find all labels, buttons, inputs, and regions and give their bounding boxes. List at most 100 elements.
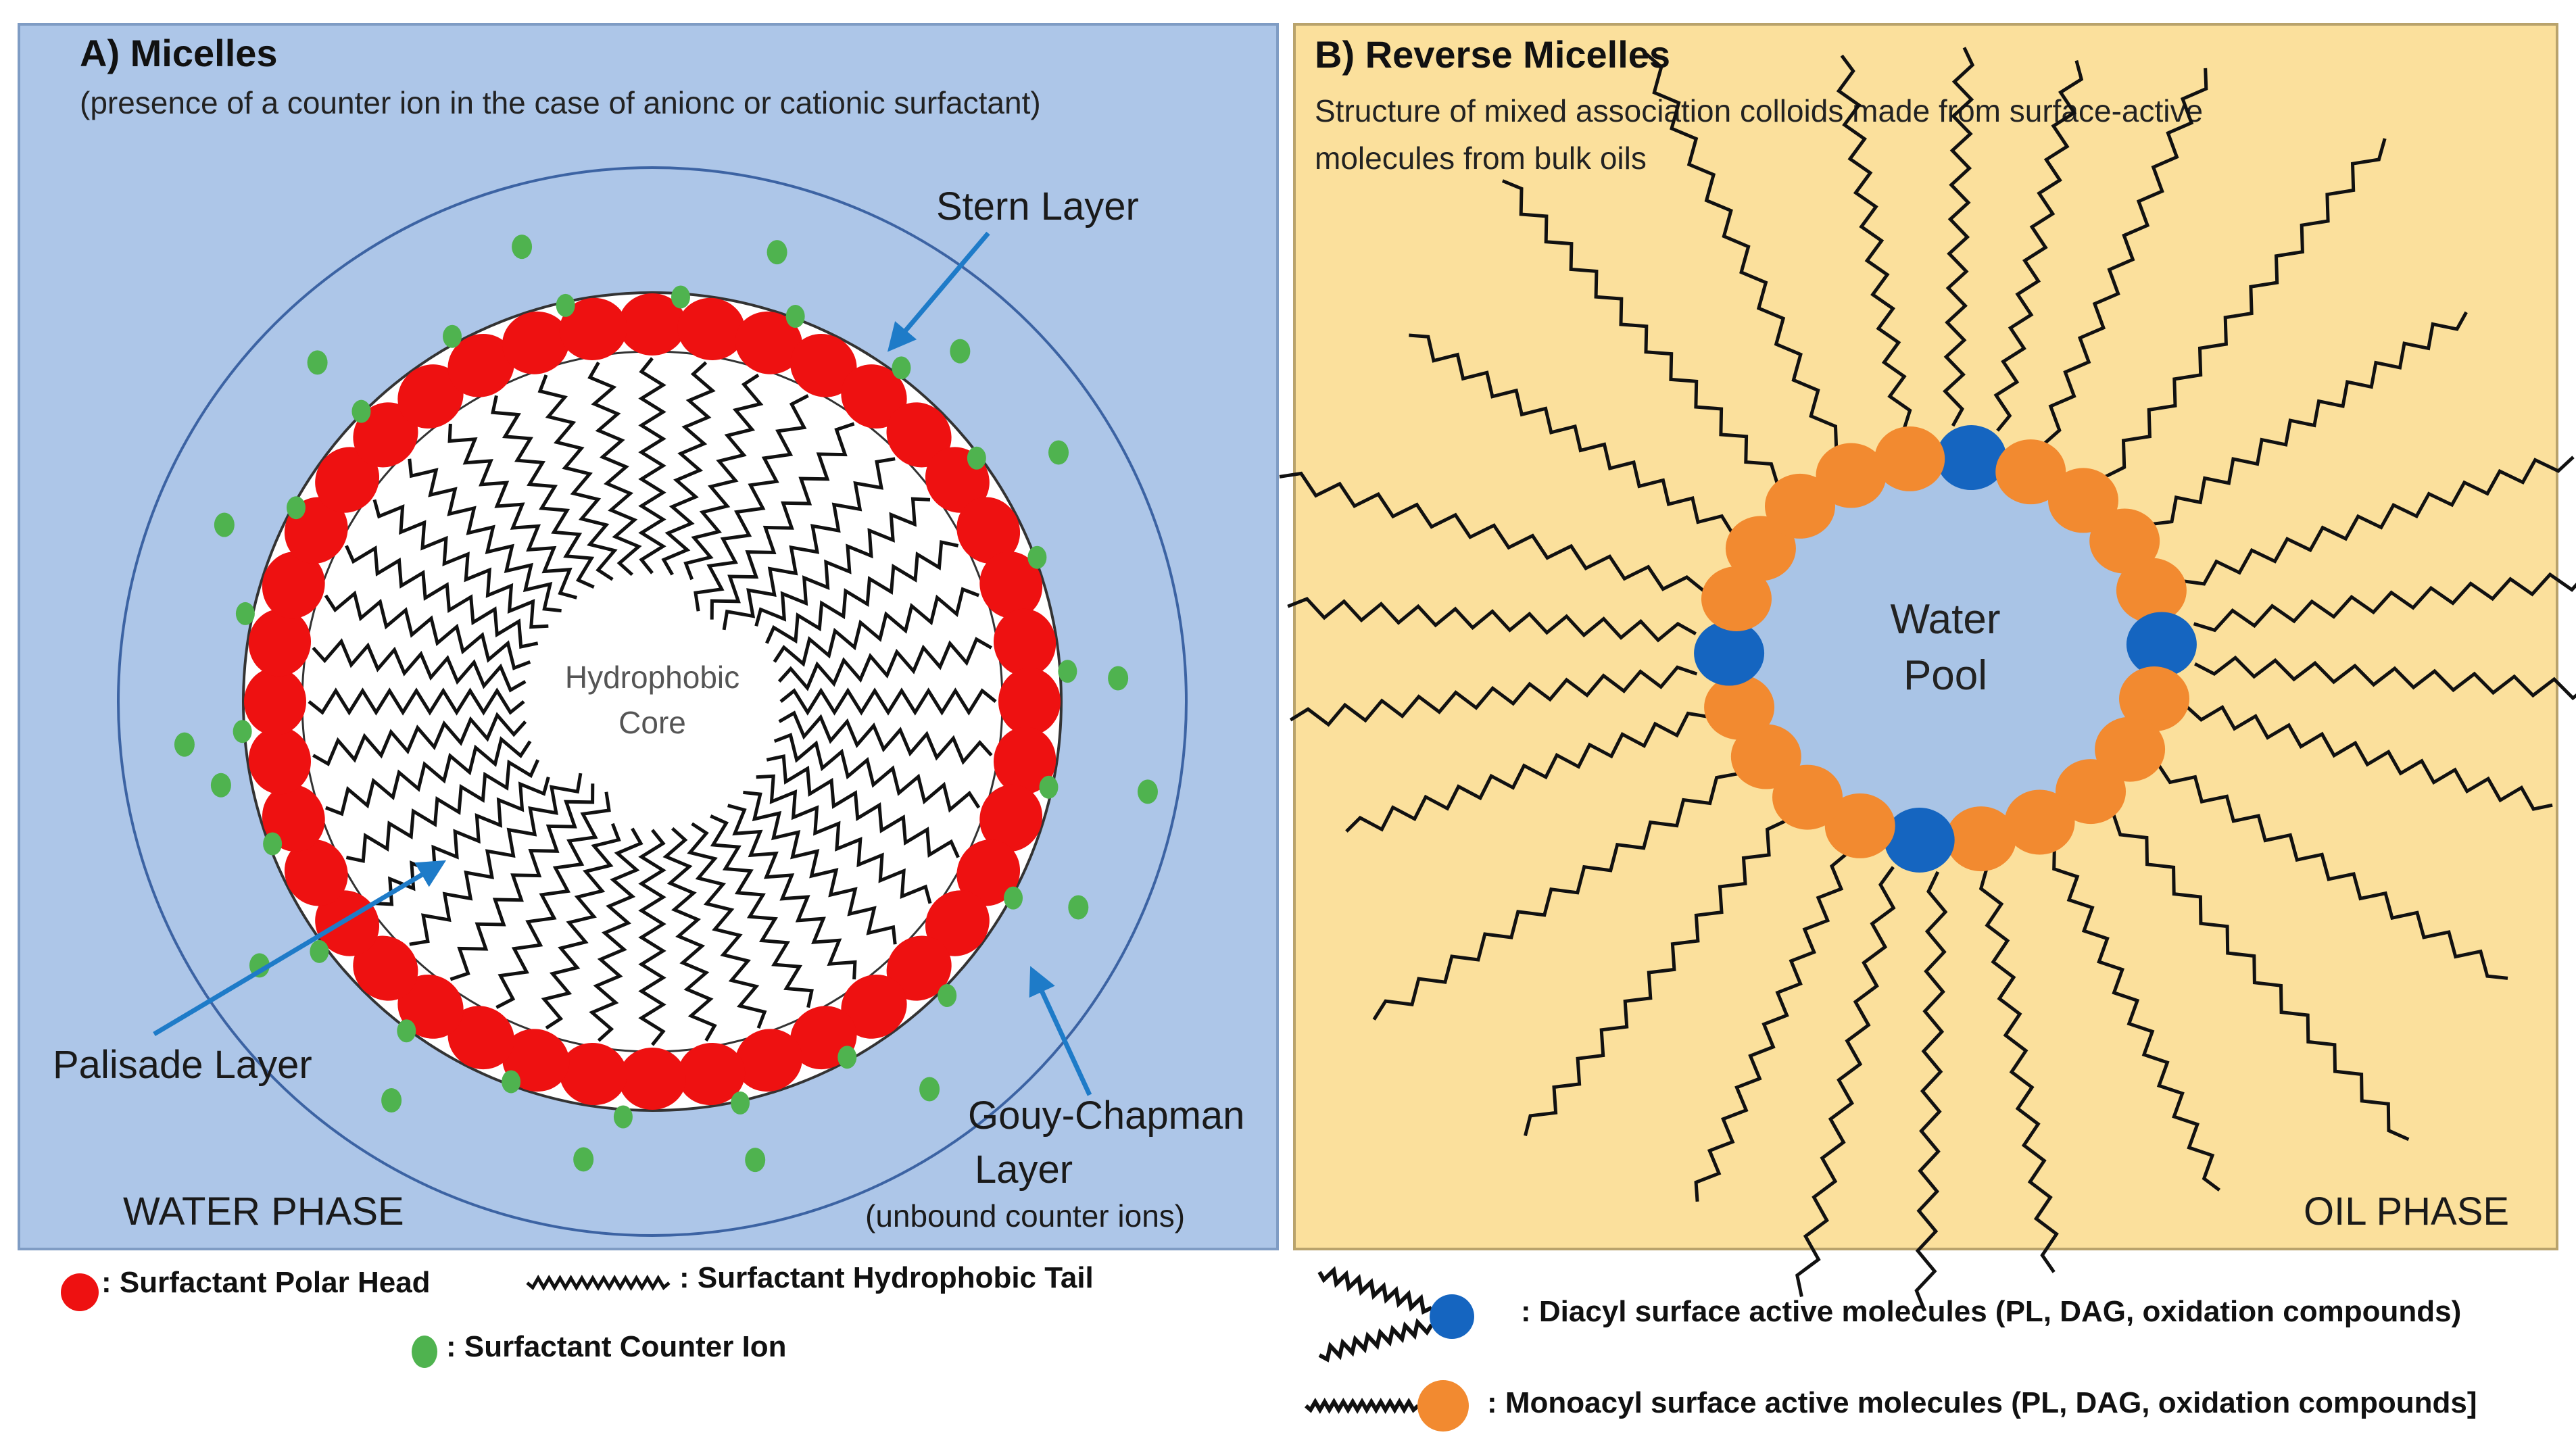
surfactant-tail [372, 499, 549, 629]
unbound-counter-ion [1137, 779, 1158, 804]
surfactant-polar-head [979, 784, 1043, 852]
panel-b-reverse-micelles: B) Reverse Micelles Structure of mixed a… [1279, 23, 2576, 1312]
water-pool [1739, 470, 2152, 828]
diacyl-tail [2193, 572, 2576, 633]
monoacyl-polar-head [2004, 789, 2075, 855]
surfactant-polar-head [447, 333, 514, 397]
monoacyl-tail [2183, 456, 2575, 586]
bound-counter-ion [837, 1046, 857, 1069]
surfactant-polar-head [886, 935, 952, 1001]
legend-polar-head-text: : Surfactant Polar Head [101, 1266, 431, 1299]
bound-counter-ion [310, 939, 329, 963]
surfactant-polar-head [735, 311, 803, 374]
surfactant-tail [308, 687, 525, 716]
monoacyl-tail [1345, 711, 1707, 833]
monoacyl-tail [1643, 51, 1839, 449]
water-pool-label: Water [1890, 596, 2000, 643]
panel-b-subtitle: Structure of mixed association colloids … [1315, 93, 2203, 128]
diacyl-tail [1289, 665, 1698, 727]
surfactant-polar-head [979, 551, 1043, 619]
bound-counter-ion [671, 285, 690, 309]
surfactant-tail [447, 423, 577, 600]
surfactant-tail [710, 422, 855, 620]
surfactant-tail [727, 804, 857, 980]
hydrophobic-core-label-line2: Core [618, 705, 686, 740]
diacyl-tail [1914, 871, 1948, 1312]
legend-blue-head [1430, 1294, 1474, 1339]
bound-counter-ion [1027, 545, 1047, 569]
monoacyl-tail [1524, 819, 1787, 1137]
surfactant-tail [765, 540, 959, 644]
legend-diacyl-tail-lower [1318, 1318, 1434, 1363]
surfactant-polar-head [315, 890, 380, 956]
surfactant-polar-head [397, 974, 464, 1039]
surfactant-tail [541, 823, 621, 1030]
monoacyl-tail [2052, 849, 2221, 1192]
panel-b-title: B) Reverse Micelles [1315, 33, 1670, 76]
unbound-counter-ion [512, 235, 533, 260]
unbound-counter-ion [1108, 666, 1129, 691]
bound-counter-ion [502, 1070, 521, 1094]
diacyl-tail [1795, 866, 1896, 1298]
surfactant-polar-head [248, 727, 311, 795]
legend-monoacyl-text: : Monoacyl surface active molecules (PL,… [1487, 1386, 2477, 1419]
legend-monoacyl: : Monoacyl surface active molecules (PL,… [1305, 1380, 2477, 1432]
monoacyl-polar-head [1874, 426, 1945, 491]
bound-counter-ion [1039, 775, 1059, 799]
polar-heads-group [244, 293, 1061, 1110]
surfactant-polar-head [998, 668, 1061, 735]
surfactant-polar-head [315, 447, 380, 513]
surfactant-polar-head [262, 551, 325, 619]
unbound-counter-ion [174, 732, 195, 757]
unbound-counter-ion [950, 339, 971, 364]
gouy-chapman-label-line2: Layer [975, 1148, 1073, 1192]
surfactant-tail [779, 687, 997, 716]
monoacyl-polar-head [1995, 439, 2066, 505]
unbound-counter-ion [573, 1147, 594, 1172]
monoacyl-polar-head [1725, 516, 1796, 581]
surfactant-polar-head [284, 839, 348, 906]
surfactant-polar-head [735, 1029, 803, 1092]
surfactant-polar-head [447, 1006, 514, 1070]
gouy-chapman-label: Gouy-Chapman [968, 1094, 1244, 1138]
monoacyl-polar-head [1730, 724, 1801, 789]
water-pool-label-line2: Pool [1903, 652, 1987, 699]
surfactant-tail [312, 638, 527, 693]
bound-counter-ion [731, 1091, 750, 1115]
surfactant-polar-head [925, 890, 990, 956]
diacyl-tail [1993, 59, 2084, 432]
legend-orange-head [1417, 1380, 1469, 1432]
monoacyl-polar-head [1772, 764, 1843, 830]
bound-counter-ion [556, 293, 575, 317]
surfactant-polar-head [353, 935, 418, 1001]
surfactant-tail [743, 790, 897, 945]
surfactant-tail [325, 736, 532, 816]
surfactant-polar-head [618, 1048, 686, 1110]
stern-layer-label: Stern Layer [936, 185, 1139, 228]
panel-a-subtitle: (presence of a counter ion in the case o… [80, 85, 1041, 120]
bound-counter-ion [1058, 660, 1077, 683]
monoacyl-polar-head [1816, 443, 1887, 508]
monoacyl-tail [1694, 852, 1848, 1202]
surfactant-polar-head [886, 402, 952, 468]
surfactant-polar-head [956, 497, 1021, 564]
surfactant-tail [683, 373, 764, 581]
monoacyl-tail [2043, 68, 2208, 445]
unbound-counter-ion [307, 350, 328, 375]
legend-monoacyl-tail [1305, 1397, 1419, 1415]
surfactant-polar-head [994, 727, 1056, 795]
gouy-chapman-boundary [117, 166, 1188, 1237]
monoacyl-polar-head [1701, 566, 1772, 631]
surfactant-tail [537, 374, 618, 581]
surfactant-tail [587, 362, 642, 577]
surfactant-polar-head [502, 311, 570, 374]
surfactant-polar-head [956, 839, 1021, 906]
surfactant-polar-head [353, 402, 418, 468]
panel-b-subtitle-line2: molecules from bulk oils [1315, 141, 1647, 176]
core-label-backdrop [541, 649, 764, 750]
palisade-layer-label: Palisade Layer [53, 1043, 312, 1087]
surfactant-polar-head [993, 608, 1056, 677]
diacyl-tail [1943, 47, 1975, 427]
monoacyl-polar-head [1764, 473, 1835, 539]
